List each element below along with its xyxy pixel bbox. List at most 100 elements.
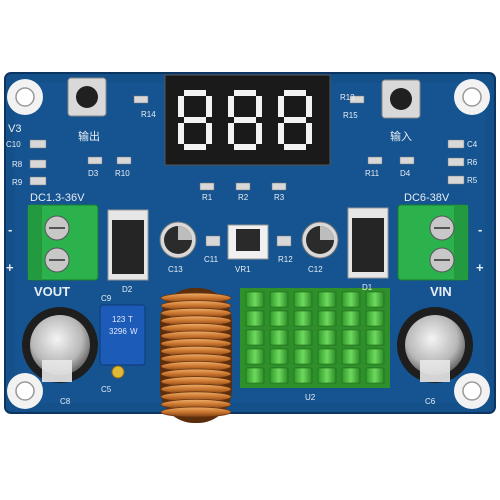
label-c10: C10	[6, 140, 21, 149]
label-vout: VOUT	[34, 284, 70, 299]
diode-d2	[107, 209, 149, 281]
heatsink	[240, 288, 390, 388]
heatsink-fin	[293, 348, 313, 365]
mounting-hole-bottom-right	[454, 373, 490, 409]
segment-2-c	[306, 123, 312, 144]
heatsink-fin	[245, 367, 265, 384]
segment-2-d	[284, 144, 306, 150]
segment-0-a	[184, 90, 206, 96]
display-digits	[178, 90, 312, 150]
heatsink-fin	[365, 310, 385, 327]
label-c9: C9	[101, 294, 112, 303]
segment-1-d	[234, 144, 256, 150]
label-r8: R8	[12, 160, 23, 169]
diode-d1	[347, 207, 389, 279]
segment-2-g	[284, 117, 306, 123]
label-c11: C11	[204, 255, 219, 264]
heatsink-fin	[317, 367, 337, 384]
label-in-plus: +	[476, 260, 484, 275]
seven-segment-display	[164, 74, 331, 166]
heatsink-fin	[269, 291, 289, 308]
label-v3: V3	[8, 123, 21, 135]
heatsink-fin	[245, 310, 265, 327]
segment-1-a	[234, 90, 256, 96]
label-r6: R6	[467, 158, 478, 167]
label-d4: D4	[400, 169, 411, 178]
heatsink-fin	[269, 348, 289, 365]
heatsink-fin	[341, 367, 361, 384]
segment-1-c	[256, 123, 262, 144]
segment-0-e	[178, 123, 184, 144]
label-d3: D3	[88, 169, 99, 178]
heatsink-fin	[317, 310, 337, 327]
label-u2: U2	[305, 393, 316, 402]
label-r13: R13	[340, 93, 355, 102]
segment-2-e	[278, 123, 284, 144]
heatsink-fin	[293, 310, 313, 327]
label-c8: C8	[60, 397, 71, 406]
segment-0-c	[206, 123, 212, 144]
segment-1-e	[228, 123, 234, 144]
heatsink-fin	[269, 367, 289, 384]
label-r14: R14	[141, 110, 156, 119]
heatsink-fin	[245, 329, 265, 346]
label-r11: R11	[365, 169, 380, 178]
label-out-cn: 输出	[78, 129, 100, 143]
heatsink-fin	[365, 367, 385, 384]
segment-0-g	[184, 117, 206, 123]
pot-w: W	[130, 327, 138, 336]
smd-components	[29, 95, 465, 247]
heatsink-fin	[365, 348, 385, 365]
label-in-cn: 输入	[390, 129, 412, 143]
heatsink-fin	[341, 310, 361, 327]
input-screw-terminal[interactable]	[397, 204, 469, 281]
heatsink-fin	[341, 348, 361, 365]
label-out-plus: +	[6, 260, 14, 275]
label-d2: D2	[122, 285, 133, 294]
pot-t: T	[128, 315, 133, 324]
label-d1: D1	[362, 283, 373, 292]
label-r3: R3	[274, 193, 285, 202]
capacitor-c12	[301, 221, 339, 259]
heatsink-fin	[317, 348, 337, 365]
capacitor-c6	[397, 307, 473, 383]
label-r1: R1	[202, 193, 213, 202]
label-r5: R5	[467, 176, 478, 185]
label-in-minus: -	[478, 222, 482, 237]
label-r12: R12	[278, 255, 293, 264]
heatsink-fin	[245, 348, 265, 365]
heatsink-fin	[365, 329, 385, 346]
label-out-minus: -	[8, 222, 12, 237]
label-c6: C6	[425, 397, 436, 406]
segment-2-a	[284, 90, 306, 96]
heatsink-fin	[293, 329, 313, 346]
mounting-hole-top-right	[454, 79, 490, 115]
label-r9: R9	[12, 178, 23, 187]
toroidal-inductor	[160, 288, 232, 423]
label-r10: R10	[115, 169, 130, 178]
label-c13: C13	[168, 265, 183, 274]
heatsink-fin	[293, 367, 313, 384]
segment-0-f	[178, 96, 184, 117]
output-screw-terminal[interactable]	[27, 204, 99, 281]
mounting-hole-top-left	[7, 79, 43, 115]
segment-2-f	[278, 96, 284, 117]
segment-1-b	[256, 96, 262, 117]
pot-model: 3296	[109, 327, 127, 336]
heatsink-fin	[269, 310, 289, 327]
segment-0-d	[184, 144, 206, 150]
heatsink-fin	[317, 329, 337, 346]
segment-2-b	[306, 96, 312, 117]
heatsink-fin	[293, 291, 313, 308]
coil-winding	[160, 406, 232, 418]
heatsink-fin	[365, 291, 385, 308]
trimmer-potentiometer[interactable]	[99, 304, 146, 379]
heatsink-fin	[341, 291, 361, 308]
push-button-left[interactable]	[67, 77, 107, 117]
heatsink-fin	[341, 329, 361, 346]
segment-0-b	[206, 96, 212, 117]
label-vr1: VR1	[235, 265, 251, 274]
push-button-right[interactable]	[381, 79, 421, 119]
label-c5: C5	[101, 385, 112, 394]
silkscreen-labels: V3 C10 R8 R9 R14 输出 D3 R10 R15 输入 R13 R1…	[6, 93, 484, 406]
